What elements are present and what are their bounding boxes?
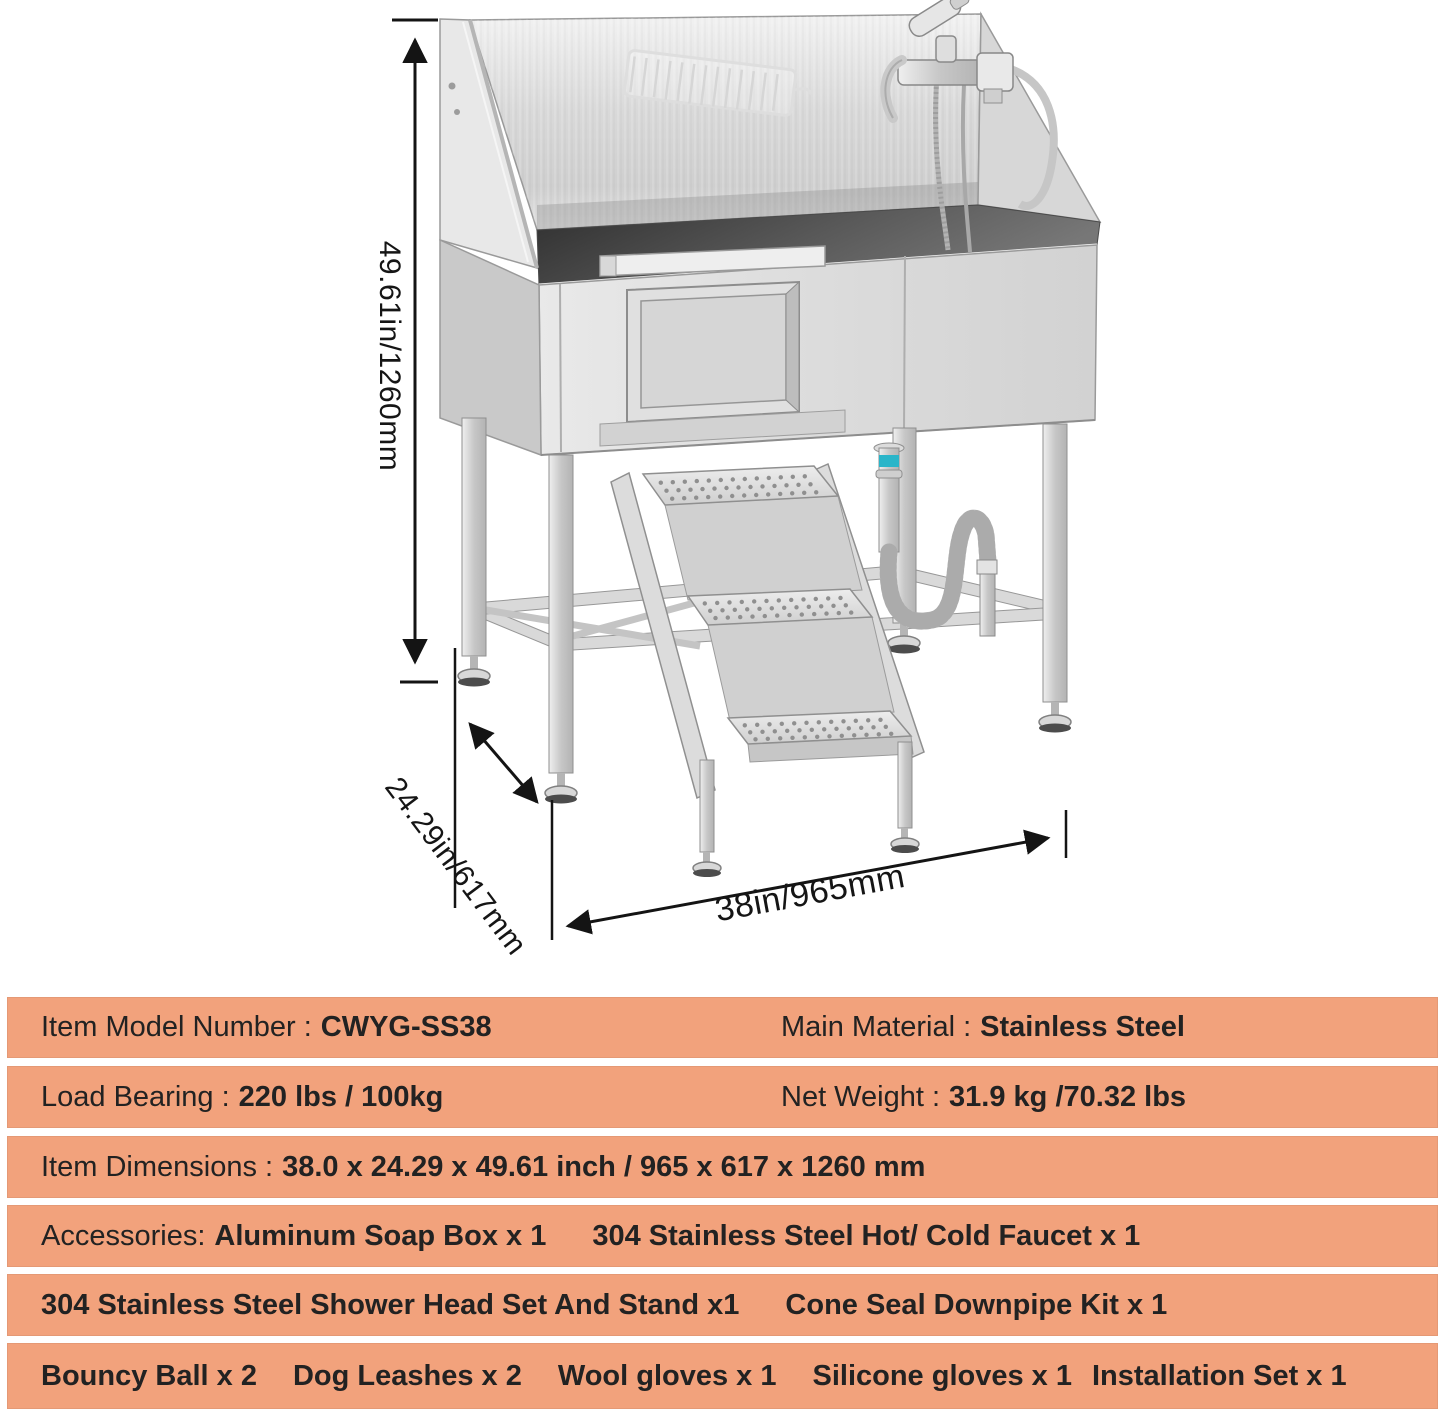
spec-cell-net-weight: Net Weight :31.9 kg /70.32 lbs [781, 1081, 1186, 1114]
spec-value: Stainless Steel [980, 1011, 1185, 1043]
spec-cell-model: Item Model Number :CWYG-SS38 [41, 1011, 492, 1044]
spec-row-model-material: Item Model Number :CWYG-SS38 Main Materi… [7, 997, 1438, 1058]
product-illustration: 49.61in/1260mm 24.29in/617mm 38in/965mm [373, 0, 1102, 961]
adjustable-foot [457, 656, 491, 687]
stair-tread [686, 588, 874, 626]
faucet-assembly [880, 0, 1058, 253]
width-dimension-label: 38in/965mm [712, 857, 908, 929]
front-right-leg [1042, 423, 1068, 703]
spec-label: Load Bearing : [41, 1080, 230, 1113]
spec-label: Net Weight : [781, 1080, 941, 1113]
spec-value: 31.9 kg /70.32 lbs [949, 1080, 1187, 1113]
adjustable-foot [1038, 702, 1072, 733]
dimension-annotations [392, 18, 1068, 940]
spec-cell-material: Main Material :Stainless Steel [781, 1011, 1185, 1044]
spec-row-accessories-2: 304 Stainless Steel Shower Head Set And … [7, 1274, 1438, 1336]
stair-stringer-left [610, 471, 716, 800]
hand-sprayer [908, 0, 970, 37]
spec-value: Bouncy Ball x 2 [41, 1359, 257, 1392]
spec-cell-load-bearing: Load Bearing :220 lbs / 100kg [41, 1081, 443, 1114]
spec-label: Main Material : [781, 1011, 972, 1043]
spec-row-accessories-3: Bouncy Ball x 2 Dog Leashes x 2 Wool glove… [7, 1343, 1438, 1409]
spec-value: 38.0 x 24.29 x 49.61 inch / 965 x 617 x … [282, 1150, 926, 1183]
spec-row-dimensions: Item Dimensions :38.0 x 24.29 x 49.61 in… [7, 1136, 1438, 1198]
sliding-door [599, 245, 846, 447]
front-left-leg [548, 454, 574, 774]
soap-rack [623, 49, 813, 117]
spec-cell-dimensions: Item Dimensions :38.0 x 24.29 x 49.61 in… [41, 1151, 925, 1184]
spec-value: Dog Leashes x 2 [292, 1359, 522, 1392]
grooming-tub [439, 0, 1102, 877]
spec-value: Silicone gloves x 1 [812, 1359, 1072, 1392]
adjustable-foot [890, 828, 920, 853]
rack-hook [793, 87, 813, 95]
spec-value: CWYG-SS38 [320, 1011, 492, 1043]
adjustable-foot [692, 852, 722, 877]
spec-value: Installation Set x 1 [1091, 1359, 1347, 1392]
tub-left-face [439, 238, 542, 457]
drain-seal-ring [879, 455, 899, 467]
spec-value: Aluminum Soap Box x 1 [214, 1219, 547, 1252]
mixer-block [976, 52, 1014, 92]
spec-row-load-weight: Load Bearing :220 lbs / 100kg Net Weight… [7, 1066, 1438, 1128]
adjustable-foot [544, 773, 578, 804]
rear-left-leg [461, 417, 487, 657]
sprayer-holder [935, 35, 957, 63]
stair-tread [726, 710, 913, 745]
spec-value: 304 Stainless Steel Shower Head Set And … [41, 1288, 740, 1321]
right-side-panel [977, 11, 1102, 223]
drain-downpipe [873, 442, 998, 637]
height-dimension-label: 49.61in/1260mm [373, 241, 406, 471]
faucet-hose-loop [1006, 64, 1058, 210]
spec-label: Item Dimensions : [41, 1150, 274, 1183]
rivet [448, 82, 456, 90]
spec-value: 220 lbs / 100kg [238, 1080, 444, 1113]
mixer-body [897, 59, 983, 86]
stair-tread [641, 465, 840, 506]
spec-label: Accessories: [41, 1219, 206, 1252]
door-bottom-track [599, 409, 846, 447]
shower-hose [960, 83, 972, 253]
spec-label: Item Model Number : [41, 1011, 312, 1043]
rivet [454, 109, 460, 115]
depth-dimension [453, 648, 554, 940]
spec-value: Cone Seal Downpipe Kit x 1 [785, 1288, 1168, 1321]
spec-value: Wool gloves x 1 [557, 1359, 777, 1392]
backsplash-panel [468, 13, 982, 231]
spec-cell-accessories: Accessories:Aluminum Soap Box x 1 304 Sta… [41, 1220, 1140, 1253]
spec-value: 304 Stainless Steel Hot/ Cold Faucet x 1 [592, 1219, 1141, 1252]
spec-cell-accessories: Bouncy Ball x 2 Dog Leashes x 2 Wool glove… [41, 1360, 1347, 1393]
drain-tailpipe [979, 573, 996, 637]
left-side-panel [439, 18, 539, 270]
spec-row-accessories-1: Accessories:Aluminum Soap Box x 1 304 Sta… [7, 1205, 1438, 1267]
width-dimension [565, 810, 1068, 935]
height-dimension [392, 18, 438, 684]
pet-stairs [610, 462, 925, 877]
spec-cell-accessories: 304 Stainless Steel Shower Head Set And … [41, 1289, 1167, 1322]
